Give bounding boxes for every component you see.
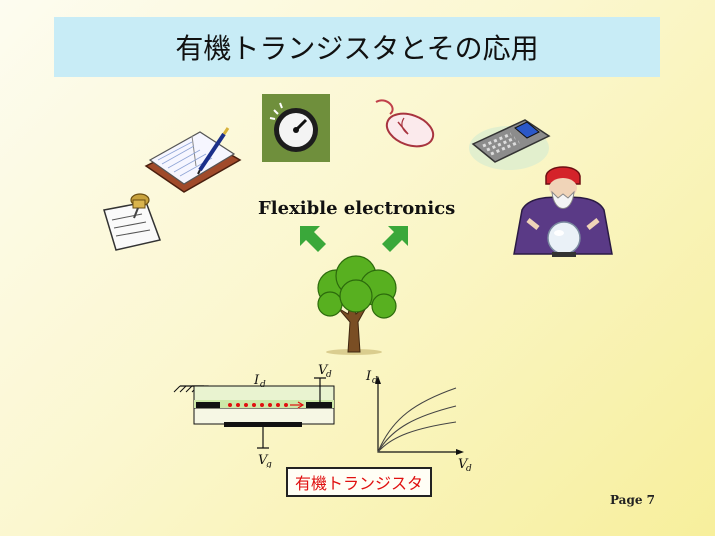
axis-y-main: I: [365, 369, 372, 384]
subtitle-flexible-electronics: Flexible electronics: [258, 198, 456, 219]
label-vd-main: V: [318, 363, 329, 378]
arrow-up-right-icon: [382, 226, 408, 252]
label-vg-main: V: [258, 453, 269, 468]
fortune-teller-icon: [513, 166, 613, 257]
note-pin-icon: [103, 193, 161, 251]
label-id-main: I: [253, 373, 260, 388]
notebook-pen-icon: [144, 127, 242, 193]
arrow-up-left-icon: [300, 226, 326, 252]
axis-x-main: V: [458, 457, 469, 472]
label-vg-sub: g: [266, 460, 272, 468]
page-number: Page 7: [609, 493, 655, 507]
speedometer-icon: [262, 94, 330, 162]
label-vd-sub: d: [326, 370, 332, 380]
axis-x-sub: d: [466, 464, 472, 472]
iv-curve-diagram: I d V d: [365, 369, 472, 472]
computer-mouse-icon: [375, 99, 435, 148]
tree-icon: [317, 255, 397, 355]
axis-y-sub: d: [372, 376, 378, 386]
transistor-diagram: I d V d V g: [173, 363, 335, 468]
mobile-phone-icon: [469, 119, 551, 170]
label-id-sub: d: [260, 380, 266, 390]
slide-title: 有機トランジスタとその応用: [175, 32, 539, 65]
title-bar: 有機トランジスタとその応用: [54, 17, 660, 77]
organic-transistor-label: 有機トランジスタ: [286, 467, 432, 497]
